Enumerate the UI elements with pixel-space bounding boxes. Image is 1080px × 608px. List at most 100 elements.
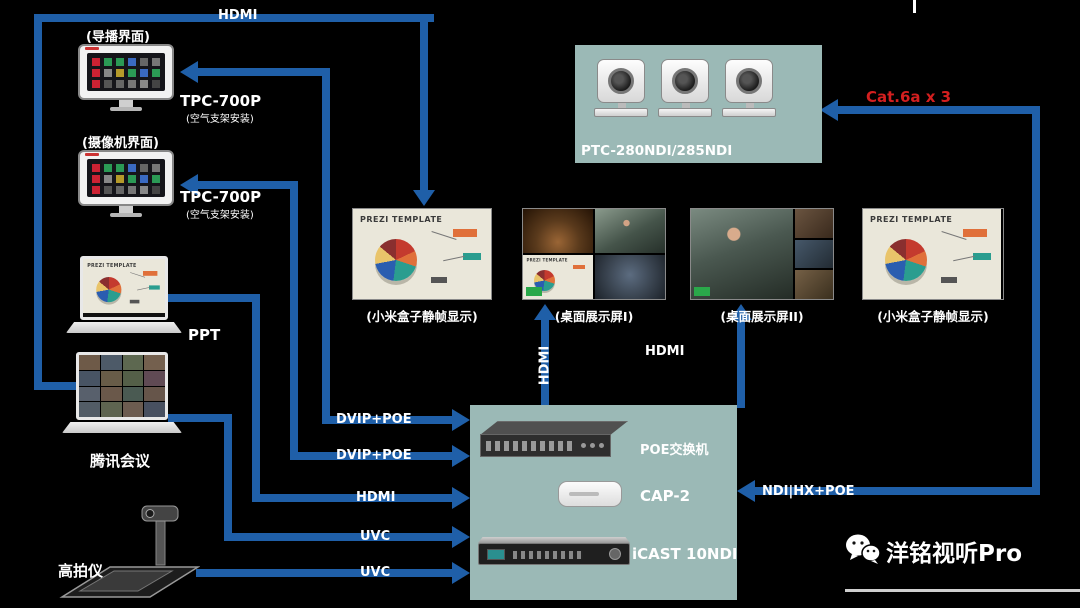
camera-body <box>725 59 773 103</box>
slide-callout <box>129 299 140 304</box>
ptz-camera-icon <box>593 53 649 131</box>
monitor-4-screen: PREZI TEMPLATE <box>863 209 1001 299</box>
monitor-3-screen <box>691 209 833 299</box>
doccam-label: 高拍仪 <box>58 562 104 580</box>
line-hub-to-monitor2 <box>541 318 549 408</box>
tpc2-body <box>78 150 174 206</box>
tencent-laptop-screen <box>76 352 168 420</box>
tencent-laptop-deck <box>62 422 182 433</box>
arrowhead-to-cameras <box>820 99 838 121</box>
monitor-3 <box>690 208 834 300</box>
line-dvip1-horizontal <box>322 416 452 424</box>
tpc1-note: (空气支架安装) <box>186 114 254 125</box>
arrowhead-to-tpc2 <box>180 174 198 196</box>
pie-chart-icon <box>375 239 417 281</box>
slide-callout <box>453 229 477 237</box>
label-dvip-poe-1: DVIP+POE <box>336 412 412 427</box>
switch-ports <box>486 441 576 451</box>
slide-callout <box>941 277 957 283</box>
ppt-laptop-screen: PREZI TEMPLATE <box>80 256 168 320</box>
tpc1-body <box>78 44 174 100</box>
line-uvc2-horizontal <box>196 569 452 577</box>
cap-2-label: CAP-2 <box>640 487 691 505</box>
watermark-divider <box>845 589 1080 592</box>
speaker-thumbnails <box>795 209 833 299</box>
pie-chart-icon <box>96 277 122 303</box>
label-cat6a: Cat.6a x 3 <box>866 88 952 106</box>
quad-tile-presenter <box>595 209 665 253</box>
arrowhead-uvc2-to-hub <box>452 562 470 584</box>
camera-base <box>658 108 712 117</box>
poe-switch-device <box>480 421 636 465</box>
cap-2-device <box>558 481 622 507</box>
line-hdmi-top-down-vertical <box>420 14 428 192</box>
quad-tile-slide: PREZI TEMPLATE <box>523 255 593 299</box>
quad-tile-concert <box>523 209 593 253</box>
arrowhead-ndi-to-hub <box>737 480 755 502</box>
prezi-title: PREZI TEMPLATE <box>360 215 443 224</box>
hub-box: POE交换机 CAP-2 iCAST 10NDI <box>470 405 737 600</box>
line-ppt-vertical <box>252 294 260 502</box>
monitor-3-caption: (桌面展示屏II) <box>720 309 804 324</box>
line-hdmi-left-horizontal <box>252 494 452 502</box>
thumbnail <box>795 239 833 269</box>
prezi-title: PREZI TEMPLATE <box>870 215 953 224</box>
poe-switch-label: POE交换机 <box>640 443 709 458</box>
camera-base <box>594 108 648 117</box>
line-hub-to-monitor3 <box>737 318 745 408</box>
slide-callout <box>431 277 447 283</box>
speaker-main-view <box>691 209 793 299</box>
video-conference-grid <box>79 355 165 417</box>
line-hdmi-top-left-vertical <box>34 14 42 388</box>
tpc2-note: (空气支架安装) <box>186 210 254 221</box>
cap2-slot <box>569 492 599 496</box>
tpc1-stand <box>119 100 133 107</box>
line-hdmi-top-left-jog <box>34 382 82 390</box>
slide-callout <box>149 285 160 290</box>
camera-neck <box>746 103 754 108</box>
switch-front <box>480 434 611 457</box>
prezi-title: PREZI TEMPLATE <box>526 258 568 263</box>
slide-callout <box>963 229 987 237</box>
monitor-1: PREZI TEMPLATE <box>352 208 492 300</box>
line-ndi-horizontal <box>752 487 1040 495</box>
label-uvc-1: UVC <box>360 529 391 544</box>
ppt-label: PPT <box>188 326 221 344</box>
arrowhead-to-tpc1 <box>180 61 198 83</box>
top-edge-mark <box>913 0 916 13</box>
tpc2-screen <box>87 159 165 197</box>
camera-neck <box>682 103 690 108</box>
icast-label: iCAST 10NDI <box>632 545 738 563</box>
label-hdmi-left: HDMI <box>356 490 396 505</box>
ptz-camera-icon <box>721 53 777 131</box>
tpc1-stand-base <box>110 107 142 111</box>
icast-top <box>478 537 630 543</box>
tpc1-buttons <box>92 58 100 66</box>
line-hdmi-top-horizontal <box>34 14 434 22</box>
camera-body <box>597 59 645 103</box>
monitor-2-screen: PREZI TEMPLATE <box>523 209 665 299</box>
thumbnail <box>795 270 833 299</box>
switch-top <box>480 421 628 435</box>
tpc2-stand <box>119 206 133 213</box>
line-dvip2-horizontal <box>290 452 452 460</box>
line-ppt-horizontal <box>168 294 260 302</box>
thumbnail <box>795 209 833 238</box>
line-right-vertical <box>1032 110 1040 495</box>
arrowhead-to-monitor-2 <box>534 304 556 320</box>
datavideo-logo-icon <box>85 47 99 50</box>
label-hdmi-display1: HDMI <box>537 345 553 386</box>
camera-body <box>661 59 709 103</box>
ptz-camera-icon <box>657 53 713 131</box>
source-tag <box>694 287 710 296</box>
tpc2-buttons <box>92 164 100 172</box>
switch-leds <box>599 443 604 448</box>
icast-knob <box>609 548 621 560</box>
document-camera <box>59 505 200 598</box>
icast-screen <box>487 549 505 560</box>
label-dvip-poe-2: DVIP+POE <box>336 448 412 463</box>
camera-lens-icon <box>736 68 762 94</box>
slide-callout <box>463 253 481 260</box>
line-tpc2-horizontal <box>196 181 298 189</box>
